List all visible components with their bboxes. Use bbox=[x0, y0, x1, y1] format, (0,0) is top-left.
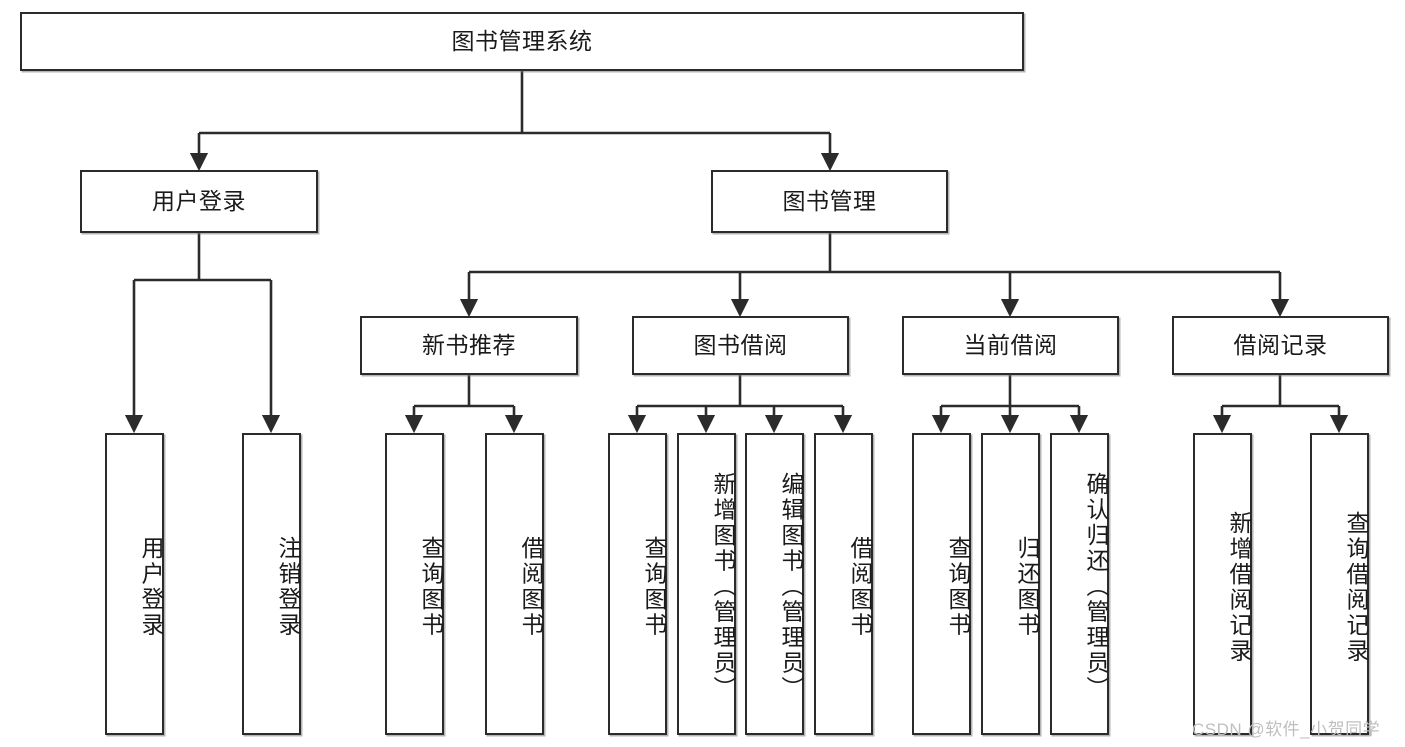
node-leaf-query-book-borrow[interactable]: 查询图书 bbox=[608, 433, 667, 735]
node-leaf-borrow-book-recommend[interactable]: 借阅图书 bbox=[485, 433, 544, 735]
node-book-borrow[interactable]: 图书借阅 bbox=[632, 316, 849, 375]
node-leaf-user-login[interactable]: 用户登录 bbox=[105, 433, 164, 735]
node-leaf-logout[interactable]: 注销登录 bbox=[242, 433, 301, 735]
node-borrow-record[interactable]: 借阅记录 bbox=[1172, 316, 1389, 375]
node-leaf-query-book-recommend[interactable]: 查询图书 bbox=[385, 433, 444, 735]
node-root-system[interactable]: 图书管理系统 bbox=[20, 12, 1024, 71]
node-new-book-recommend[interactable]: 新书推荐 bbox=[360, 316, 578, 375]
node-current-borrow[interactable]: 当前借阅 bbox=[902, 316, 1119, 375]
node-user-login[interactable]: 用户登录 bbox=[80, 170, 318, 233]
node-leaf-query-book-current[interactable]: 查询图书 bbox=[912, 433, 971, 735]
node-leaf-add-borrow-record[interactable]: 新增借阅记录 bbox=[1193, 433, 1252, 735]
node-leaf-borrow-book[interactable]: 借阅图书 bbox=[814, 433, 873, 735]
node-book-management[interactable]: 图书管理 bbox=[711, 170, 948, 233]
node-leaf-query-borrow-record[interactable]: 查询借阅记录 bbox=[1310, 433, 1369, 735]
node-leaf-edit-book-admin[interactable]: 编辑图书（管理员） bbox=[745, 433, 804, 735]
csdn-watermark: CSDN @软件_小贺同学 bbox=[1192, 720, 1381, 739]
node-leaf-confirm-return-admin[interactable]: 确认归还（管理员） bbox=[1050, 433, 1109, 735]
node-leaf-add-book-admin[interactable]: 新增图书（管理员） bbox=[677, 433, 736, 735]
node-leaf-return-book[interactable]: 归还图书 bbox=[981, 433, 1040, 735]
